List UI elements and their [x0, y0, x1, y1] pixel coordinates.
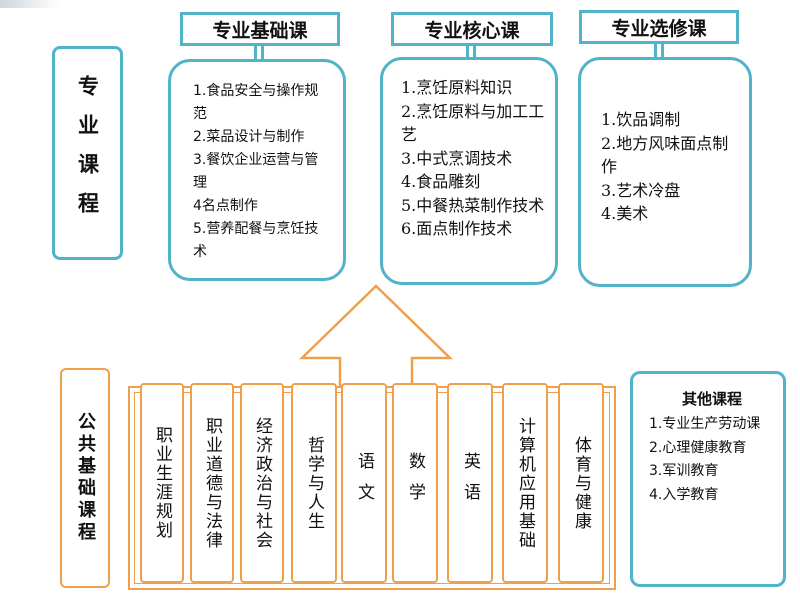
list-item: 1.饮品调制 [601, 110, 681, 129]
book-8: 计算机应用基础 [502, 383, 548, 583]
list-item: 3.艺术冷盘 [601, 180, 681, 200]
list-item: 4名点制作 [193, 198, 258, 214]
column-title-foundation-text: 专业基础课 [212, 19, 308, 42]
elective-course-box: 1.饮品调制 2.地方风味面点制作 3.艺术冷盘 4.美术 [578, 57, 752, 287]
list-item: 2.心理健康教育 [649, 439, 747, 456]
core-course-list: 1.烹饪原料知识 2.烹饪原料与加工工艺 3.中式烹调技术 4.食品雕刻 5.中餐热菜制… [401, 76, 545, 241]
list-item: 5.中餐热菜制作技术 [401, 195, 545, 215]
book-4: 哲学与人生 [291, 383, 337, 583]
list-item: 4.美术 [601, 204, 649, 223]
list-item: 3.餐饮企业运营与管理 [193, 152, 319, 191]
list-item: 6.面点制作技术 [401, 219, 513, 238]
book-5: 语文 [341, 383, 387, 583]
list-item: 2.菜品设计与制作 [193, 129, 305, 145]
book-7: 英语 [447, 383, 493, 583]
public-course-label: 公共基础课程 [60, 368, 110, 588]
book-label: 数学 [405, 452, 426, 514]
column-title-elective-text: 专业选修课 [611, 17, 707, 40]
book-label: 经济政治与社会 [252, 416, 273, 550]
list-item: 4.食品雕刻 [401, 172, 481, 191]
column-title-core: 专业核心课 [391, 12, 553, 46]
connector-foundation [254, 46, 264, 60]
book-2: 职业道德与法律 [190, 383, 234, 583]
core-course-box: 1.烹饪原料知识 2.烹饪原料与加工工艺 3.中式烹调技术 4.食品雕刻 5.中餐热菜制… [380, 57, 558, 285]
book-label: 哲学与人生 [304, 435, 325, 531]
list-item: 5.营养配餐与烹饪技术 [193, 221, 319, 260]
up-arrow-shape [298, 284, 454, 392]
book-1: 职业生涯规划 [140, 383, 184, 583]
top-decoration [0, 0, 60, 8]
column-title-elective: 专业选修课 [579, 10, 739, 44]
book-label: 计算机应用基础 [515, 416, 536, 550]
elective-course-list: 1.饮品调制 2.地方风味面点制作 3.艺术冷盘 4.美术 [601, 108, 737, 226]
list-item: 3.中式烹调技术 [401, 148, 513, 168]
book-label: 体育与健康 [571, 435, 592, 531]
column-title-core-text: 专业核心课 [424, 19, 520, 42]
major-course-label-text: 专业课程 [75, 75, 100, 231]
other-course-title: 其他课程 [681, 390, 742, 408]
list-item: 1.专业生产劳动课 [649, 416, 761, 432]
foundation-course-list: 1.食品安全与操作规范 2.菜品设计与制作 3.餐饮企业运营与管理 4名点制作 5.营养… [193, 80, 329, 264]
list-item: 1.食品安全与操作规范 [193, 83, 319, 122]
foundation-course-box: 1.食品安全与操作规范 2.菜品设计与制作 3.餐饮企业运营与管理 4名点制作 5.营养… [168, 59, 346, 281]
book-9: 体育与健康 [558, 383, 604, 583]
connector-elective [654, 44, 664, 58]
other-course-list: 1.专业生产劳动课 2.心理健康教育 3.军训教育 4.入学教育 [649, 413, 775, 507]
up-arrow [298, 284, 454, 392]
book-label: 英语 [460, 452, 481, 514]
other-course-box: 其他课程 1.专业生产劳动课 2.心理健康教育 3.军训教育 4.入学教育 [630, 371, 786, 587]
book-label: 语文 [354, 452, 375, 514]
public-course-label-text: 公共基础课程 [75, 412, 96, 544]
book-6: 数学 [392, 383, 438, 583]
connector-core [466, 46, 476, 58]
major-course-label: 专业课程 [52, 46, 123, 260]
list-item: 2.地方风味面点制作 [601, 133, 729, 177]
book-3: 经济政治与社会 [240, 383, 284, 583]
column-title-foundation: 专业基础课 [180, 12, 340, 46]
list-item: 4.入学教育 [649, 486, 719, 503]
book-label: 职业生涯规划 [152, 426, 173, 540]
list-item: 2.烹饪原料与加工工艺 [401, 101, 545, 145]
list-item: 1.烹饪原料知识 [401, 78, 513, 97]
list-item: 3.军训教育 [649, 463, 719, 479]
book-label: 职业道德与法律 [202, 416, 223, 550]
